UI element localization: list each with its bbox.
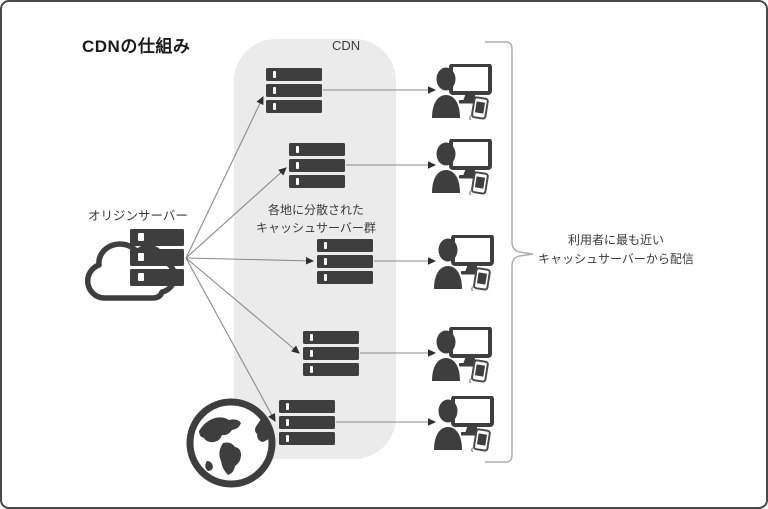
cache-server-icon-5 (279, 400, 335, 446)
cache-servers-note: 各地に分散された キャッシュサーバー群 (238, 201, 394, 237)
user-workstation-icon-5 (432, 396, 494, 452)
cache-server-icon-1 (266, 68, 322, 114)
cache-server-icon-3 (317, 239, 373, 285)
cache-note-line2: キャッシュサーバー群 (256, 221, 376, 235)
origin-server-label: オリジンサーバー (88, 209, 188, 223)
user-workstation-icon-2 (430, 139, 492, 195)
user-workstation-icon-1 (430, 64, 492, 120)
cache-server-icon-4 (303, 331, 359, 377)
diagram-title: CDNの仕組み (82, 37, 191, 56)
delivery-note-line2: キャッシュサーバーから配信 (538, 252, 694, 266)
origin-server-icon (130, 229, 184, 286)
user-workstation-icon-4 (430, 327, 492, 383)
user-workstation-icon-3 (432, 235, 494, 291)
cdn-box-label: CDN (332, 38, 361, 53)
delivery-note: 利用者に最も近い キャッシュサーバーから配信 (530, 231, 702, 269)
delivery-note-line1: 利用者に最も近い (567, 233, 664, 247)
cache-server-icon-2 (289, 143, 345, 189)
cache-note-line1: 各地に分散された (267, 203, 364, 217)
globe-icon (186, 398, 276, 488)
